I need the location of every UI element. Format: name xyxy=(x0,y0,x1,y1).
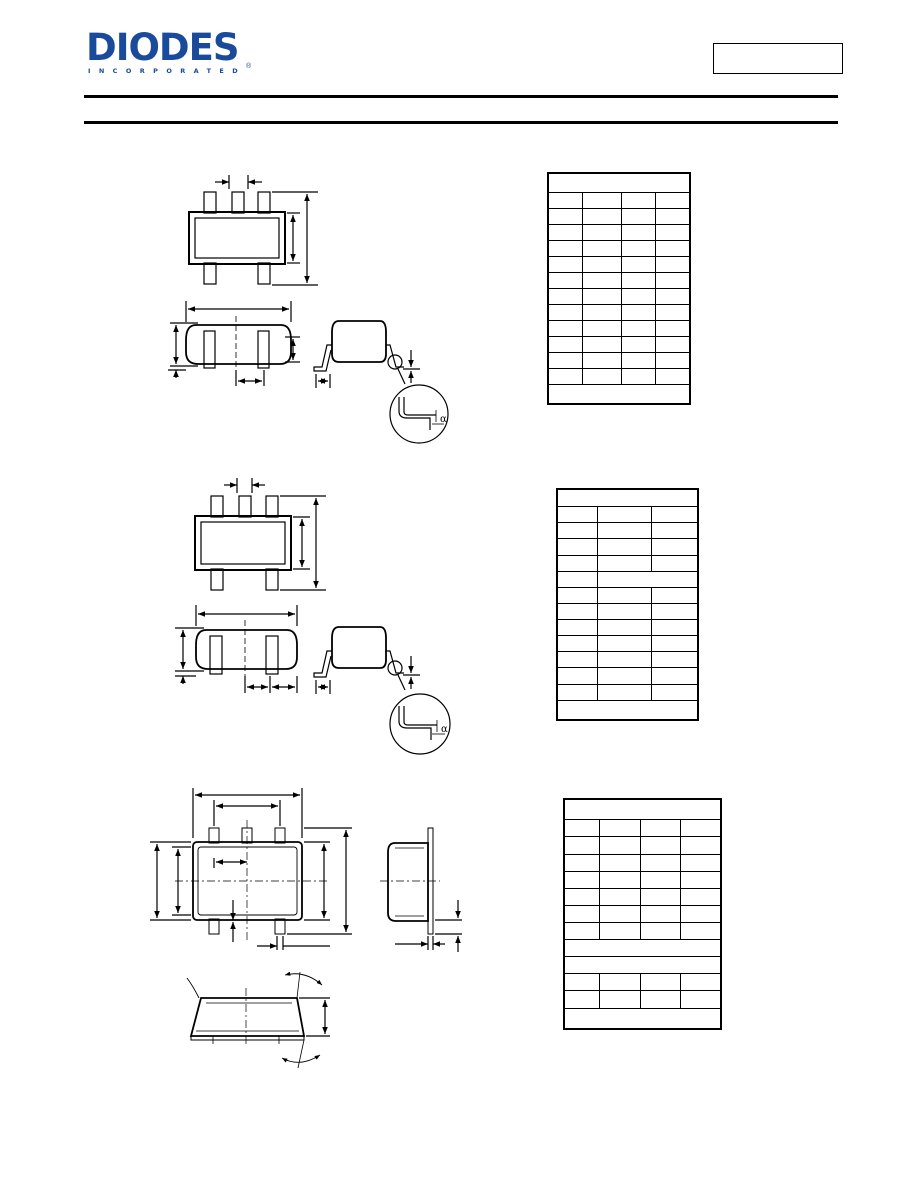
table-2-title xyxy=(556,488,699,508)
table-row xyxy=(556,683,699,701)
package-3-side-view xyxy=(380,827,462,952)
dimension-table-2 xyxy=(556,488,699,721)
table-row xyxy=(556,538,699,556)
package-1-side-view xyxy=(168,301,300,386)
package-1-top-view xyxy=(188,175,318,286)
package-1-end-view: α xyxy=(313,320,449,444)
registered-mark: ® xyxy=(246,63,252,70)
table-row xyxy=(556,651,699,669)
table-2-footer xyxy=(556,699,699,721)
table-row xyxy=(556,667,699,685)
diodes-logo: DIODES INCORPORATED ® xyxy=(86,26,256,76)
table-row xyxy=(547,288,691,305)
table-row xyxy=(547,240,691,257)
table-row xyxy=(563,870,722,889)
header-rule-bottom xyxy=(84,121,838,124)
table-row xyxy=(547,256,691,273)
table-row xyxy=(547,272,691,289)
header-rule-top xyxy=(84,95,838,98)
table-row xyxy=(556,506,699,524)
table-row xyxy=(563,887,722,906)
table-row xyxy=(556,554,699,572)
table-row xyxy=(547,224,691,241)
table-3-footer xyxy=(563,1007,722,1030)
logo-wordmark: DIODES xyxy=(86,26,240,69)
table-row xyxy=(563,973,722,992)
table-row xyxy=(563,956,722,975)
table-row xyxy=(556,570,699,588)
svg-text:α: α xyxy=(440,414,447,425)
table-row xyxy=(547,320,691,337)
package-3-front-view xyxy=(186,971,330,1069)
table-row xyxy=(563,836,722,855)
svg-text:α: α xyxy=(441,724,448,735)
table-row xyxy=(547,304,691,321)
table-row xyxy=(547,352,691,369)
table-row xyxy=(556,635,699,653)
table-row xyxy=(563,819,722,838)
part-number-box xyxy=(713,43,843,74)
table-row xyxy=(547,208,691,225)
dimension-table-1 xyxy=(547,172,691,405)
table-row xyxy=(556,586,699,604)
package-2-side-view xyxy=(175,605,298,693)
table-row xyxy=(563,990,722,1009)
table-row xyxy=(556,619,699,637)
table-row xyxy=(547,336,691,353)
logo-subtext: INCORPORATED xyxy=(88,67,247,75)
table-1-title xyxy=(547,172,691,193)
package-3-top-view xyxy=(150,788,352,950)
table-3-title xyxy=(563,798,722,821)
table-1-footer xyxy=(547,384,691,405)
dimension-table-3 xyxy=(563,798,722,1030)
table-row xyxy=(563,853,722,872)
package-2-end-view: α xyxy=(313,626,451,755)
table-row xyxy=(563,904,722,924)
table-row xyxy=(547,368,691,385)
table-row xyxy=(556,522,699,540)
package-2-top-view xyxy=(194,478,326,591)
table-row xyxy=(563,922,722,941)
table-row xyxy=(563,939,722,958)
table-row xyxy=(547,192,691,209)
table-row xyxy=(556,602,699,621)
